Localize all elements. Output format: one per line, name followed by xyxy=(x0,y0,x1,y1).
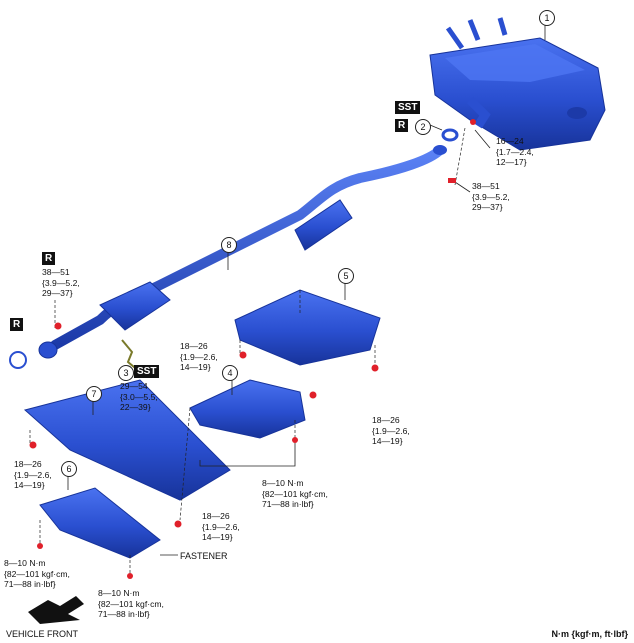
muffler xyxy=(429,17,606,151)
torque-muffler-joint: 16—24 {1.7—2.4, 12—17} xyxy=(496,136,534,167)
exhaust-pipe xyxy=(38,145,447,359)
cover-4 xyxy=(189,379,306,439)
torque-cover6-left: 8—10 N·m {82—101 kgf·cm, 71—88 in·lbf} xyxy=(4,558,70,589)
torque-mid-joint: 38—51 {3.9—5.2, 29—37} xyxy=(472,181,510,212)
torque-cover6-bottom: 8—10 N·m {82—101 kgf·cm, 71—88 in·lbf} xyxy=(98,588,164,619)
callout-6: 6 xyxy=(61,461,77,477)
callout-2: 2 xyxy=(415,119,431,135)
callout-5: 5 xyxy=(338,268,354,284)
callout-4: 4 xyxy=(222,365,238,381)
torque-cover5-right: 18—26 {1.9—2.6, 14—19} xyxy=(372,415,410,446)
gasket-2 xyxy=(441,128,459,142)
vehicle-front-arrow xyxy=(28,596,84,624)
torque-cover7-left: 18—26 {1.9—2.6, 14—19} xyxy=(14,459,52,490)
cover-5 xyxy=(234,289,381,366)
callout-3: 3 xyxy=(118,365,134,381)
torque-cover7-bottom: 18—26 {1.9—2.6, 14—19} xyxy=(202,511,240,542)
cover-6 xyxy=(39,487,161,559)
r-badge-left-lower: R xyxy=(10,318,24,331)
front-gasket xyxy=(9,351,27,369)
torque-front-joint: 38—51 {3.9—5.2, 29—37} xyxy=(42,267,80,298)
callout-8: 8 xyxy=(221,237,237,253)
torque-sensor-3: 29—54 {3.0—5.5, 22—39} xyxy=(120,381,158,412)
leader-lines xyxy=(29,127,466,575)
fastener-label: FASTENER xyxy=(180,551,228,561)
sst-badge-mid: SST xyxy=(134,365,160,378)
callout-7: 7 xyxy=(86,386,102,402)
cover-7 xyxy=(23,379,231,501)
r-badge-left-upper: R xyxy=(42,252,56,265)
callout-1: 1 xyxy=(539,10,555,26)
units-label: N·m {kgf·m, ft·lbf} xyxy=(551,629,629,639)
bolts xyxy=(29,119,476,579)
r-badge-top: R xyxy=(395,119,409,132)
torque-cover4-bottom: 8—10 N·m {82—101 kgf·cm, 71—88 in·lbf} xyxy=(262,478,328,509)
sst-badge-top: SST xyxy=(395,101,421,114)
vehicle-front-label: VEHICLE FRONT xyxy=(6,629,79,639)
torque-cover5-left: 18—26 {1.9—2.6, 14—19} xyxy=(180,341,218,372)
